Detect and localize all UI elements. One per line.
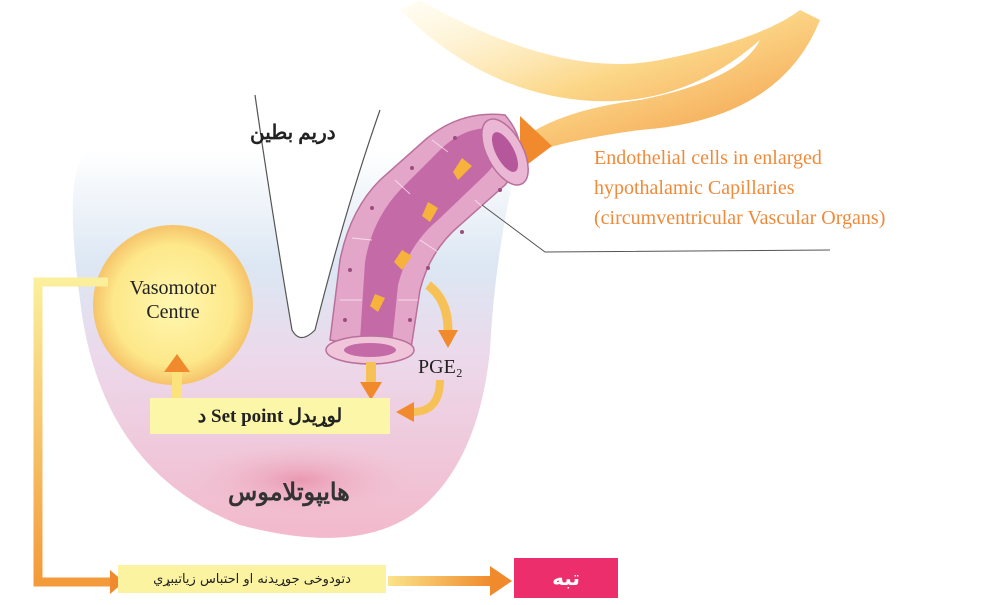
endothelial-label-line3: (circumventricular Vascular Organs) [594,206,885,230]
fever-box: تبه [514,558,618,598]
heat-loss-box: دتودوخی جوړیدنه او احتباس زیاتیبړي [118,565,386,593]
ventricle-label: دریم بطین [250,120,336,145]
endothelial-label-line2: hypothalamic Capillaries [594,176,795,200]
lumen-down-shaft [366,362,376,384]
fever-arrowhead [490,566,512,596]
pge-label: PGE₂ [418,356,463,379]
endothelial-label-line1: Endothelial cells in enlarged [594,146,822,170]
heat-loss-label: دتودوخی جوړیدنه او احتباس زیاتیبړي [153,572,351,587]
capillary-opening-bottom-inner [344,343,396,357]
set-point-label: د Set point لوړیدل [198,405,342,428]
vasomotor-centre-label: Vasomotor Centre [108,276,238,324]
fever-arrow-shaft [388,576,492,586]
fever-label: تبه [552,566,580,590]
vasomotor-label-line1: Vasomotor [108,276,238,300]
vasomotor-label-line2: Centre [108,300,238,324]
set-point-box: د Set point لوړیدل [150,398,390,434]
hypothalamus-label: هایپوتلاموس [228,478,350,507]
